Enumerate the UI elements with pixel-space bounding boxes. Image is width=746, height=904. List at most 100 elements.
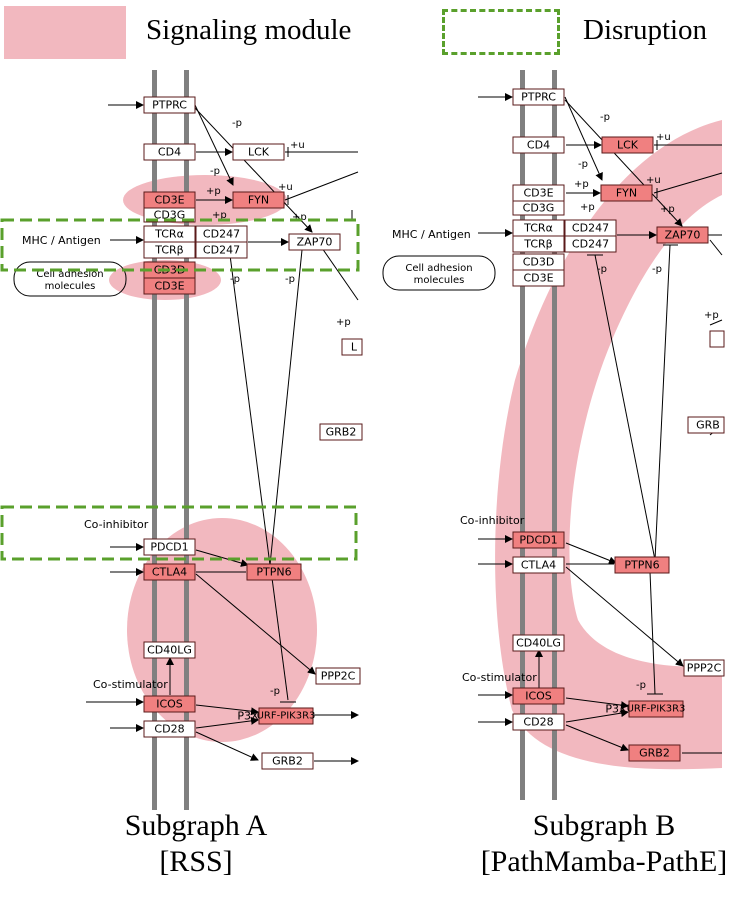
svg-text:P3X: P3X [237,710,259,723]
svg-text:CD3G: CD3G [154,209,186,222]
node-zap70: ZAP70 [288,233,341,251]
svg-text:GRB2: GRB2 [272,755,303,768]
node-cd40lg: CD40LG [143,641,196,659]
svg-text:ZAP70: ZAP70 [297,236,333,249]
node-ptpn6: PTPN6 [246,563,302,581]
svg-text:TCRβ: TCRβ [523,238,552,251]
svg-text:TCRβ: TCRβ [154,244,183,257]
node-lck: LCK [232,143,285,161]
label-co-inhibitor-b: Co-inhibitor [460,514,525,527]
svg-text:FYN: FYN [616,187,637,200]
svg-text:-p: -p [578,159,588,170]
svg-text:ICOS: ICOS [525,690,552,703]
svg-text:-p: -p [652,264,662,275]
svg-text:CD40LG: CD40LG [147,644,192,657]
caption-b-line1: Subgraph B [532,809,676,842]
svg-text:PTPRC: PTPRC [521,91,556,104]
node-grb2: GRB2 [261,752,314,770]
svg-text:URF-PIK3R3: URF-PIK3R3 [257,711,316,722]
svg-text:LCK: LCK [248,146,270,159]
pathway-diagram: PTPRC CD4 LCK CD3E FYN CD3G TCRα TCRβ CD… [0,70,725,810]
node-cd3e-2-b: CD3E [512,269,565,287]
node-lck-b: LCK [601,136,654,154]
svg-text:PPP2C: PPP2C [321,670,356,683]
svg-text:+p: +p [206,186,221,197]
label-mhc: MHC / Antigen [22,234,101,247]
node-ptprc-b: PTPRC [512,88,565,106]
svg-text:P3X: P3X [605,703,627,716]
adhesion-box-b [382,255,496,291]
node-cd4: CD4 [143,143,196,161]
svg-text:PDCD1: PDCD1 [519,534,557,547]
svg-text:CD4: CD4 [158,146,181,159]
svg-text:PDCD1: PDCD1 [150,541,188,554]
node-tcra-b: TCRα [512,219,565,237]
label-co-stimulator-b: Co-stimulator [462,671,537,684]
svg-text:+u: +u [656,132,671,143]
node-cd247-2-b: CD247 [564,235,617,253]
adhesion-box [13,261,127,297]
svg-text:L: L [351,341,358,354]
svg-text:-p: -p [285,274,295,285]
svg-text:PTPN6: PTPN6 [624,559,659,572]
svg-text:CD3D: CD3D [523,256,555,269]
legend-disruption-label: Disruption [583,14,708,46]
svg-text:+p: +p [580,202,595,213]
svg-text:+u: +u [278,182,293,193]
svg-text:PTPRC: PTPRC [152,99,187,112]
node-ptprc: PTPRC [143,96,196,114]
label-adhesion-2: molecules [45,281,96,292]
svg-text:PTPN6: PTPN6 [256,566,291,579]
node-p3x-b: P3X [605,703,627,716]
svg-text:ICOS: ICOS [156,698,183,711]
svg-text:PPP2C: PPP2C [687,662,722,675]
node-tcrb-b: TCRβ [512,235,565,253]
node-zap70-b: ZAP70 [656,226,709,244]
node-pdcd1-b: PDCD1 [512,531,565,549]
node-cd3g: CD3G [143,207,196,223]
node-ppp2c: PPP2C [315,667,361,685]
node-tcrb: TCRβ [143,241,196,259]
node-grb-top-b: GRB [687,416,725,434]
caption-b: Subgraph B [PathMamba-PathE] [466,808,742,880]
node-ppp2c-b: PPP2C [683,659,725,677]
node-cd28-b: CD28 [512,713,565,731]
svg-text:TCRα: TCRα [154,228,184,241]
svg-text:CD3E: CD3E [523,272,553,285]
svg-text:-p: -p [210,166,220,177]
disruption-box-a1 [0,218,360,272]
node-fyn: FYN [232,191,285,209]
node-cd247-2: CD247 [195,241,248,259]
svg-text:-p: -p [270,686,280,697]
svg-text:TCRα: TCRα [523,222,553,235]
legend-signaling-swatch [4,6,126,59]
node-cd247-1: CD247 [195,225,248,243]
node-cd247-1-b: CD247 [564,219,617,237]
node-pik3r3: URF-PIK3R3 [257,707,316,725]
node-cd4-b: CD4 [512,136,565,154]
svg-text:-p: -p [600,112,610,123]
label-co-inhibitor: Co-inhibitor [84,518,149,531]
node-pdcd1: PDCD1 [143,538,196,556]
node-cd3d-b: CD3D [512,253,565,271]
svg-text:GRB2: GRB2 [639,747,670,760]
label-adhesion-2-b: molecules [414,275,465,286]
node-ctla4: CTLA4 [143,563,196,581]
svg-text:URF-PIK3R3: URF-PIK3R3 [627,704,686,715]
label-mhc-b: MHC / Antigen [392,228,471,241]
node-l-box: L [341,338,363,356]
node-cd3g-b: CD3G [512,200,565,216]
svg-text:+u: +u [646,175,661,186]
svg-text:+p: +p [660,204,675,215]
node-ctla4-b: CTLA4 [512,556,565,574]
node-fyn-b: FYN [600,184,653,202]
label-adhesion-1-b: Cell adhesion [405,263,472,274]
caption-a-line1: Subgraph A [124,809,268,842]
svg-text:GRB: GRB [696,419,720,432]
svg-text:-p: -p [232,118,242,129]
node-cd3e: CD3E [143,191,196,209]
node-icos-b: ICOS [512,687,565,705]
svg-text:CD247: CD247 [572,238,609,251]
node-tcra: TCRα [143,225,196,243]
svg-text:+p: +p [212,210,227,221]
